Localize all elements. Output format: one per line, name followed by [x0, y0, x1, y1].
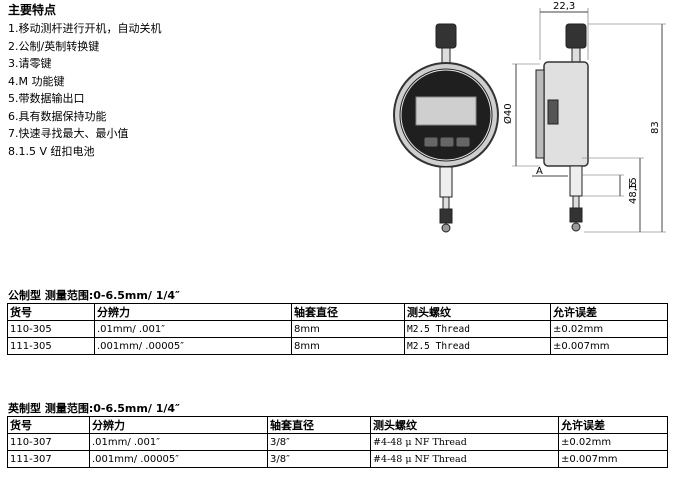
column-header: 货号	[7, 303, 95, 321]
side-knob	[565, 23, 587, 49]
cell-model: 111-307	[7, 450, 90, 468]
table-header-row: 货号 分辨力 轴套直径 测头螺纹 允许误差	[7, 303, 668, 321]
metric-table-title: 公制型 测量范围:0-6.5mm/ 1/4″	[8, 289, 180, 302]
cell-resolution: .01mm/ .001″	[94, 320, 292, 338]
cell-model: 110-305	[7, 320, 95, 338]
column-header: 允许误差	[558, 416, 668, 434]
cell-stem-diameter: 8mm	[291, 320, 405, 338]
table-row: 111-307 .001mm/ .00005″ 3/8″ #4-48 μ NF …	[7, 450, 668, 468]
imperial-table-title: 英制型 测量范围:0-6.5mm/ 1/4″	[8, 402, 180, 415]
cell-tolerance: ±0.02mm	[558, 433, 668, 451]
button-1	[423, 136, 439, 148]
column-header: 分辨力	[94, 303, 292, 321]
dim-height-label: 83	[650, 121, 661, 134]
cell-thread: M2.5 Thread	[404, 337, 551, 355]
table-row: 110-305 .01mm/ .001″ 8mm M2.5 Thread ±0.…	[7, 320, 668, 338]
table-row: 111-305 .001mm/ .00005″ 8mm M2.5 Thread …	[7, 337, 668, 355]
cell-model: 111-305	[7, 337, 95, 355]
cell-tolerance: ±0.007mm	[558, 450, 668, 468]
cell-thread: M2.5 Thread	[404, 320, 551, 338]
column-header: 轴套直径	[291, 303, 405, 321]
imperial-spec-table: 货号 分辨力 轴套直径 测头螺纹 允许误差 110-307 .01mm/ .00…	[7, 416, 668, 468]
metric-spec-table: 货号 分辨力 轴套直径 测头螺纹 允许误差 110-305 .01mm/ .00…	[7, 303, 668, 355]
cell-stem-diameter: 3/8″	[267, 450, 371, 468]
cell-thread: #4-48 μ NF Thread	[370, 450, 559, 468]
feature-item: 2.公制/英制转换键	[8, 39, 100, 53]
dim-width-label: 22,3	[553, 1, 575, 12]
cell-tolerance: ±0.02mm	[550, 320, 668, 338]
cell-model: 110-307	[7, 433, 90, 451]
column-header: 轴套直径	[267, 416, 371, 434]
dim-mid-label: 48,5	[628, 182, 639, 204]
cell-resolution: .001mm/ .00005″	[94, 337, 292, 355]
cell-resolution: .01mm/ .001″	[89, 433, 268, 451]
cell-stem-diameter: 8mm	[291, 337, 405, 355]
dim-low-label: 15	[628, 177, 639, 190]
feature-item: 5.带数据输出口	[8, 92, 85, 105]
table-row: 110-307 .01mm/ .001″ 3/8″ #4-48 μ NF Thr…	[7, 433, 668, 451]
feature-item: 1.移动测杆进行开机，自动关机	[8, 22, 162, 35]
indicator-drawing: 22,3 Ø40 83 48,5 15 A	[393, 1, 666, 233]
button-2	[439, 136, 455, 148]
label-a: A	[536, 166, 543, 177]
lcd-display	[415, 96, 477, 126]
column-header: 允许误差	[550, 303, 668, 321]
feature-item: 4.M 功能键	[8, 74, 65, 88]
cell-resolution: .001mm/ .00005″	[89, 450, 268, 468]
feature-item: 3.请零键	[8, 57, 52, 70]
cell-tolerance: ±0.007mm	[550, 337, 668, 355]
column-header: 货号	[7, 416, 90, 434]
dim-diameter-label: Ø40	[502, 103, 514, 124]
features-title: 主要特点	[8, 3, 57, 17]
cell-stem-diameter: 3/8″	[267, 433, 371, 451]
cell-thread: #4-48 μ NF Thread	[370, 433, 559, 451]
column-header: 分辨力	[89, 416, 268, 434]
feature-item: 7.快速寻找最大、最小值	[8, 127, 129, 140]
table-header-row: 货号 分辨力 轴套直径 测头螺纹 允许误差	[7, 416, 668, 434]
column-header: 测头螺纹	[404, 303, 551, 321]
features-list: 主要特点 1.移动测杆进行开机，自动关机 2.公制/英制转换键 3.请零键 4.…	[8, 2, 162, 160]
feature-item: 6.具有数据保持功能	[8, 109, 107, 123]
feature-item: 8.1.5 V 纽扣电池	[8, 144, 95, 158]
top-knob	[435, 23, 457, 49]
column-header: 测头螺纹	[370, 416, 559, 434]
button-3	[455, 136, 471, 148]
